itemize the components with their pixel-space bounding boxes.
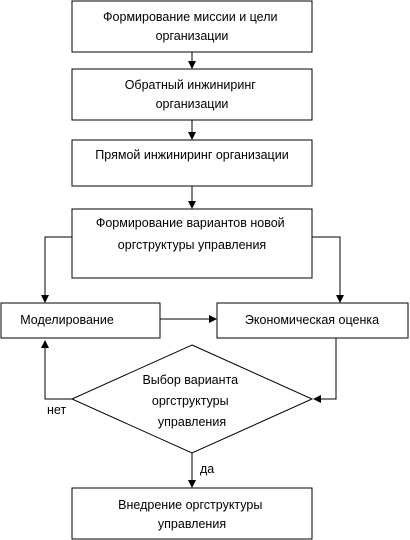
node-modeling-line-1: Моделирование [20,313,114,327]
svg-text:Обратный инжиниринг орга: Обратный инжиниринг организации [125,78,260,111]
node-variants-line-2: оргструктуры управления [118,238,266,252]
svg-text:Формирование вариантов новой: Формирование вариантов новой оргструктур… [96,216,288,252]
node-reverse-engineering: Обратный инжиниринг организации [71,68,313,121]
node-implementation: Внедрение оргструктуры управления [71,487,313,540]
edge-label-no: нет [47,403,66,417]
svg-text:Моделирование: Моделирование [20,313,114,327]
node-variants: Формирование вариантов новой оргструктур… [71,208,313,279]
node-implementation-line-1: Внедрение оргструктуры [118,498,262,512]
svg-text:Прямой инжиниринг организации: Прямой инжиниринг организации [95,148,288,162]
node-economic-line-1: Экономическая оценка [245,313,379,327]
edge-economic-to-choice [313,338,337,403]
node-mission-line-1: Формирование миссии и цели [103,10,277,24]
edge-choice-no-to-modeling [41,340,72,400]
node-reverse-engineering-line-1: Обратный инжиниринг [125,78,257,92]
node-choice-line-2: оргструктуры [152,394,229,408]
node-mission-line-2: организации [156,29,229,43]
edge-label-yes: да [200,462,214,476]
node-variants-line-1: Формирование вариантов новой [96,216,285,230]
svg-text:Внедрение оргструктуры у: Внедрение оргструктуры управления [118,498,266,531]
node-choice-line-1: Выбор варианта [142,373,238,387]
node-economic: Экономическая оценка [216,302,409,339]
node-choice: Выбор варианта оргструктуры управления [70,344,314,454]
svg-text:Экономическая оценка: Экономическая оценка [245,313,379,327]
edge-variants-to-modeling [41,236,72,303]
node-mission: Формирование миссии и цели организации [71,0,313,53]
node-forward-engineering: Прямой инжиниринг организации [71,139,313,187]
node-choice-line-3: управления [158,415,226,429]
node-modeling: Моделирование [0,302,161,339]
edge-variants-to-economic [312,236,344,303]
node-reverse-engineering-line-2: организации [156,97,229,111]
svg-text:Выбор варианта оргструкт: Выбор варианта оргструктуры управления [142,373,241,429]
node-forward-engineering-line-1: Прямой инжиниринг организации [95,148,288,162]
node-implementation-line-2: управления [158,517,226,531]
svg-text:Формирование миссии и цели: Формирование миссии и цели организации [103,10,281,43]
